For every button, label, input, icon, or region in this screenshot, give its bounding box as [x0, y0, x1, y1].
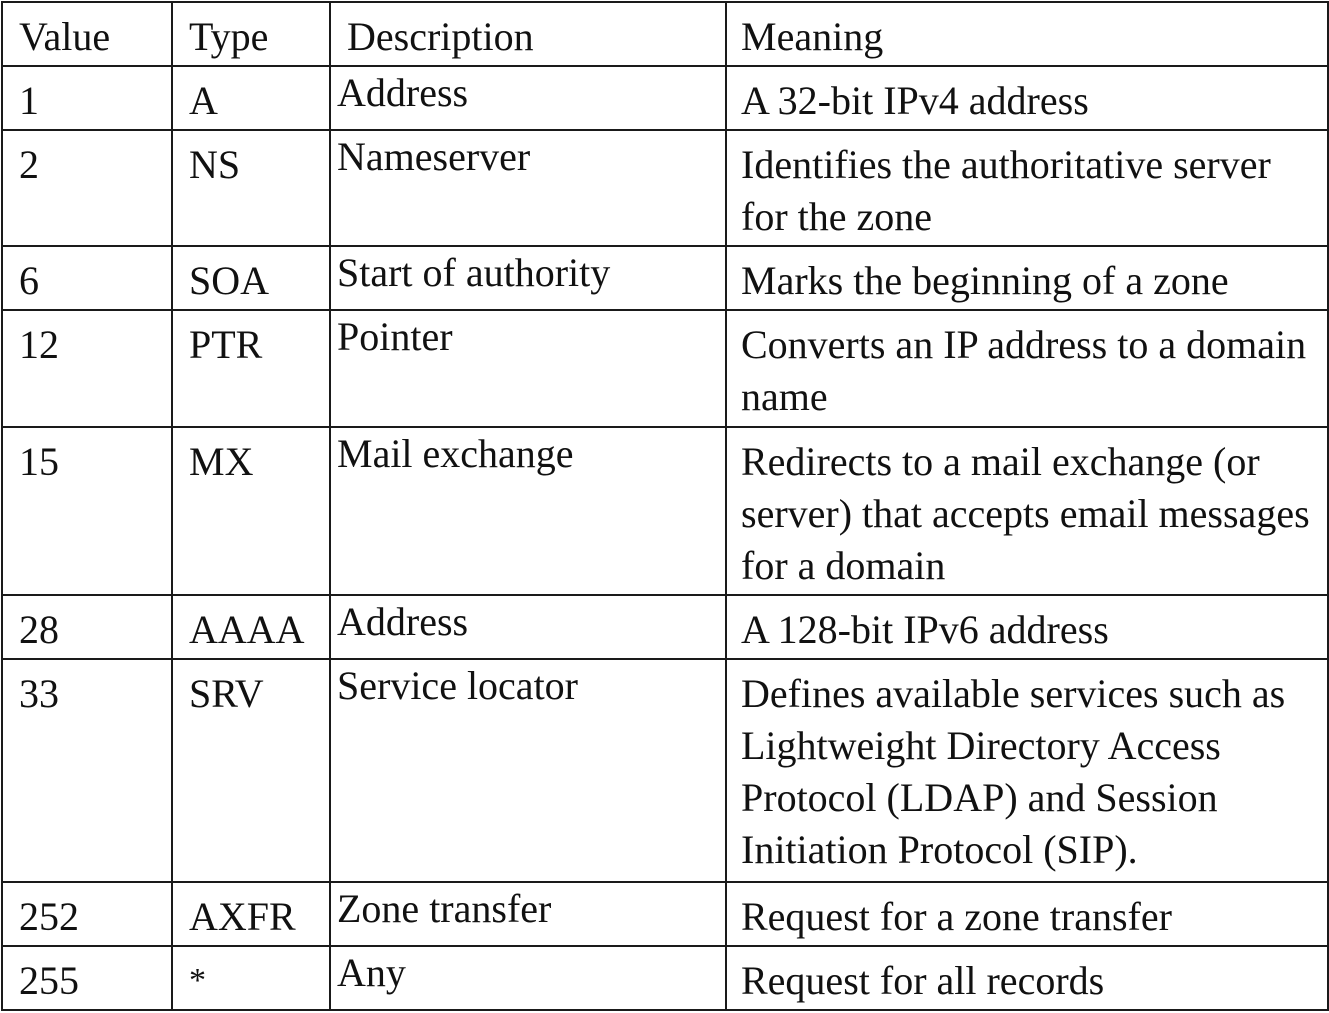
cell-type: A	[171, 64, 331, 132]
cell-description: Zone transfer	[329, 880, 727, 947]
cell-value: 33	[1, 658, 173, 883]
cell-description: Mail exchange	[329, 425, 727, 597]
header-value: Value	[1, 1, 173, 67]
cell-description: Service locator	[329, 658, 727, 883]
header-meaning: Meaning	[725, 1, 1329, 67]
cell-type: SOA	[171, 245, 331, 312]
cell-description: Address	[329, 594, 727, 661]
table-row: 252 AXFR Zone transfer Request for a zon…	[1, 880, 1329, 947]
cell-meaning: Marks the beginning of a zone	[725, 245, 1329, 312]
cell-type: MX	[171, 425, 331, 597]
cell-value: 6	[1, 245, 173, 312]
cell-meaning: A 128-bit IPv6 address	[725, 594, 1329, 661]
cell-description: Pointer	[329, 309, 727, 428]
cell-type: PTR	[171, 309, 331, 428]
cell-value: 252	[1, 880, 173, 947]
table-row: 28 AAAA Address A 128-bit IPv6 address	[1, 594, 1329, 661]
table-row: 15 MX Mail exchange Redirects to a mail …	[1, 425, 1329, 597]
cell-type: SRV	[171, 658, 331, 883]
cell-type: AXFR	[171, 880, 331, 947]
cell-meaning: Defines available services such as Light…	[725, 658, 1329, 883]
cell-meaning: Identifies the authoritative server for …	[725, 129, 1329, 248]
cell-type: NS	[171, 129, 331, 248]
cell-value: 12	[1, 309, 173, 428]
cell-type: AAAA	[171, 594, 331, 661]
table-row: 33 SRV Service locator Defines available…	[1, 658, 1329, 883]
table-header-row: Value Type Description Meaning	[1, 1, 1329, 67]
cell-meaning: A 32-bit IPv4 address	[725, 64, 1329, 132]
cell-meaning: Converts an IP address to a domain name	[725, 309, 1329, 428]
cell-value: 1	[1, 64, 173, 132]
cell-value: 28	[1, 594, 173, 661]
cell-value: 15	[1, 425, 173, 597]
cell-value: 2	[1, 129, 173, 248]
cell-meaning: Request for all records	[725, 944, 1329, 1012]
cell-type: *	[171, 944, 331, 1012]
cell-description: Any	[329, 944, 727, 1012]
cell-value: 255	[1, 944, 173, 1012]
cell-description: Nameserver	[329, 129, 727, 248]
cell-description: Start of authority	[329, 245, 727, 312]
header-type: Type	[171, 1, 331, 67]
table-row: 12 PTR Pointer Converts an IP address to…	[1, 309, 1329, 428]
table-row: 1 A Address A 32-bit IPv4 address	[1, 64, 1329, 132]
cell-meaning: Request for a zone transfer	[725, 880, 1329, 947]
table-row: 2 NS Nameserver Identifies the authorita…	[1, 129, 1329, 248]
cell-description: Address	[329, 64, 727, 132]
cell-meaning: Redirects to a mail exchange (or server)…	[725, 425, 1329, 597]
table-row: 6 SOA Start of authority Marks the begin…	[1, 245, 1329, 312]
table-row: 255 * Any Request for all records	[1, 944, 1329, 1012]
header-description: Description	[329, 1, 727, 67]
